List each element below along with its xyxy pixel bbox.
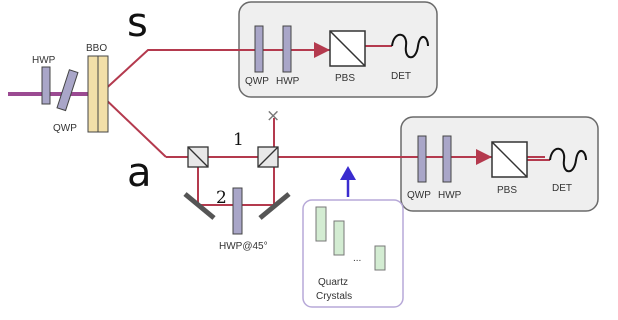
label-s: s: [127, 0, 148, 46]
label-s-qwp: QWP: [245, 76, 269, 87]
label-hwp-45: HWP@45°: [219, 241, 268, 252]
label-bbo: BBO: [86, 43, 107, 54]
a-hwp: [442, 135, 452, 183]
label-a-hwp: HWP: [438, 190, 462, 201]
label-input-qwp: QWP: [53, 123, 77, 134]
label-quartz: Quartz: [318, 277, 348, 288]
s-pbs-diagonal: [329, 30, 366, 67]
quartz-crystal-3: [374, 245, 386, 271]
beam-splitter-2-diagonal: [257, 146, 279, 168]
label-path-1: 1: [233, 130, 244, 150]
label-a-det: DET: [552, 183, 572, 194]
label-input-hwp: HWP: [32, 55, 56, 66]
quartz-box: [302, 199, 404, 308]
beam-splitter-1-diagonal: [187, 146, 209, 168]
input-qwp: [56, 69, 79, 112]
s-qwp: [254, 25, 264, 73]
label-ellipsis: ...: [353, 253, 361, 264]
mirror-right: [258, 192, 291, 220]
beam-dump-mark: ×: [266, 106, 280, 126]
label-a-pbs: PBS: [497, 185, 517, 196]
a-qwp: [417, 135, 427, 183]
s-detector: [391, 33, 429, 59]
label-a: a: [127, 150, 152, 196]
a-beam-diag: [99, 93, 167, 158]
s-beam: [99, 49, 365, 95]
label-s-hwp: HWP: [276, 76, 300, 87]
s-hwp: [282, 25, 292, 73]
hwp-45: [232, 187, 243, 235]
mirror-left: [183, 192, 216, 220]
label-crystals: Crystals: [316, 291, 352, 302]
quartz-crystal-1: [315, 206, 327, 242]
quartz-insert-arrow-head: [340, 166, 356, 180]
a-detector: [549, 147, 587, 173]
label-s-det: DET: [391, 71, 411, 82]
input-hwp: [41, 66, 51, 105]
a-pbs-diagonal: [491, 141, 528, 178]
quartz-crystal-2: [333, 220, 345, 256]
label-s-pbs: PBS: [335, 73, 355, 84]
label-a-qwp: QWP: [407, 190, 431, 201]
label-path-2: 2: [216, 188, 227, 208]
